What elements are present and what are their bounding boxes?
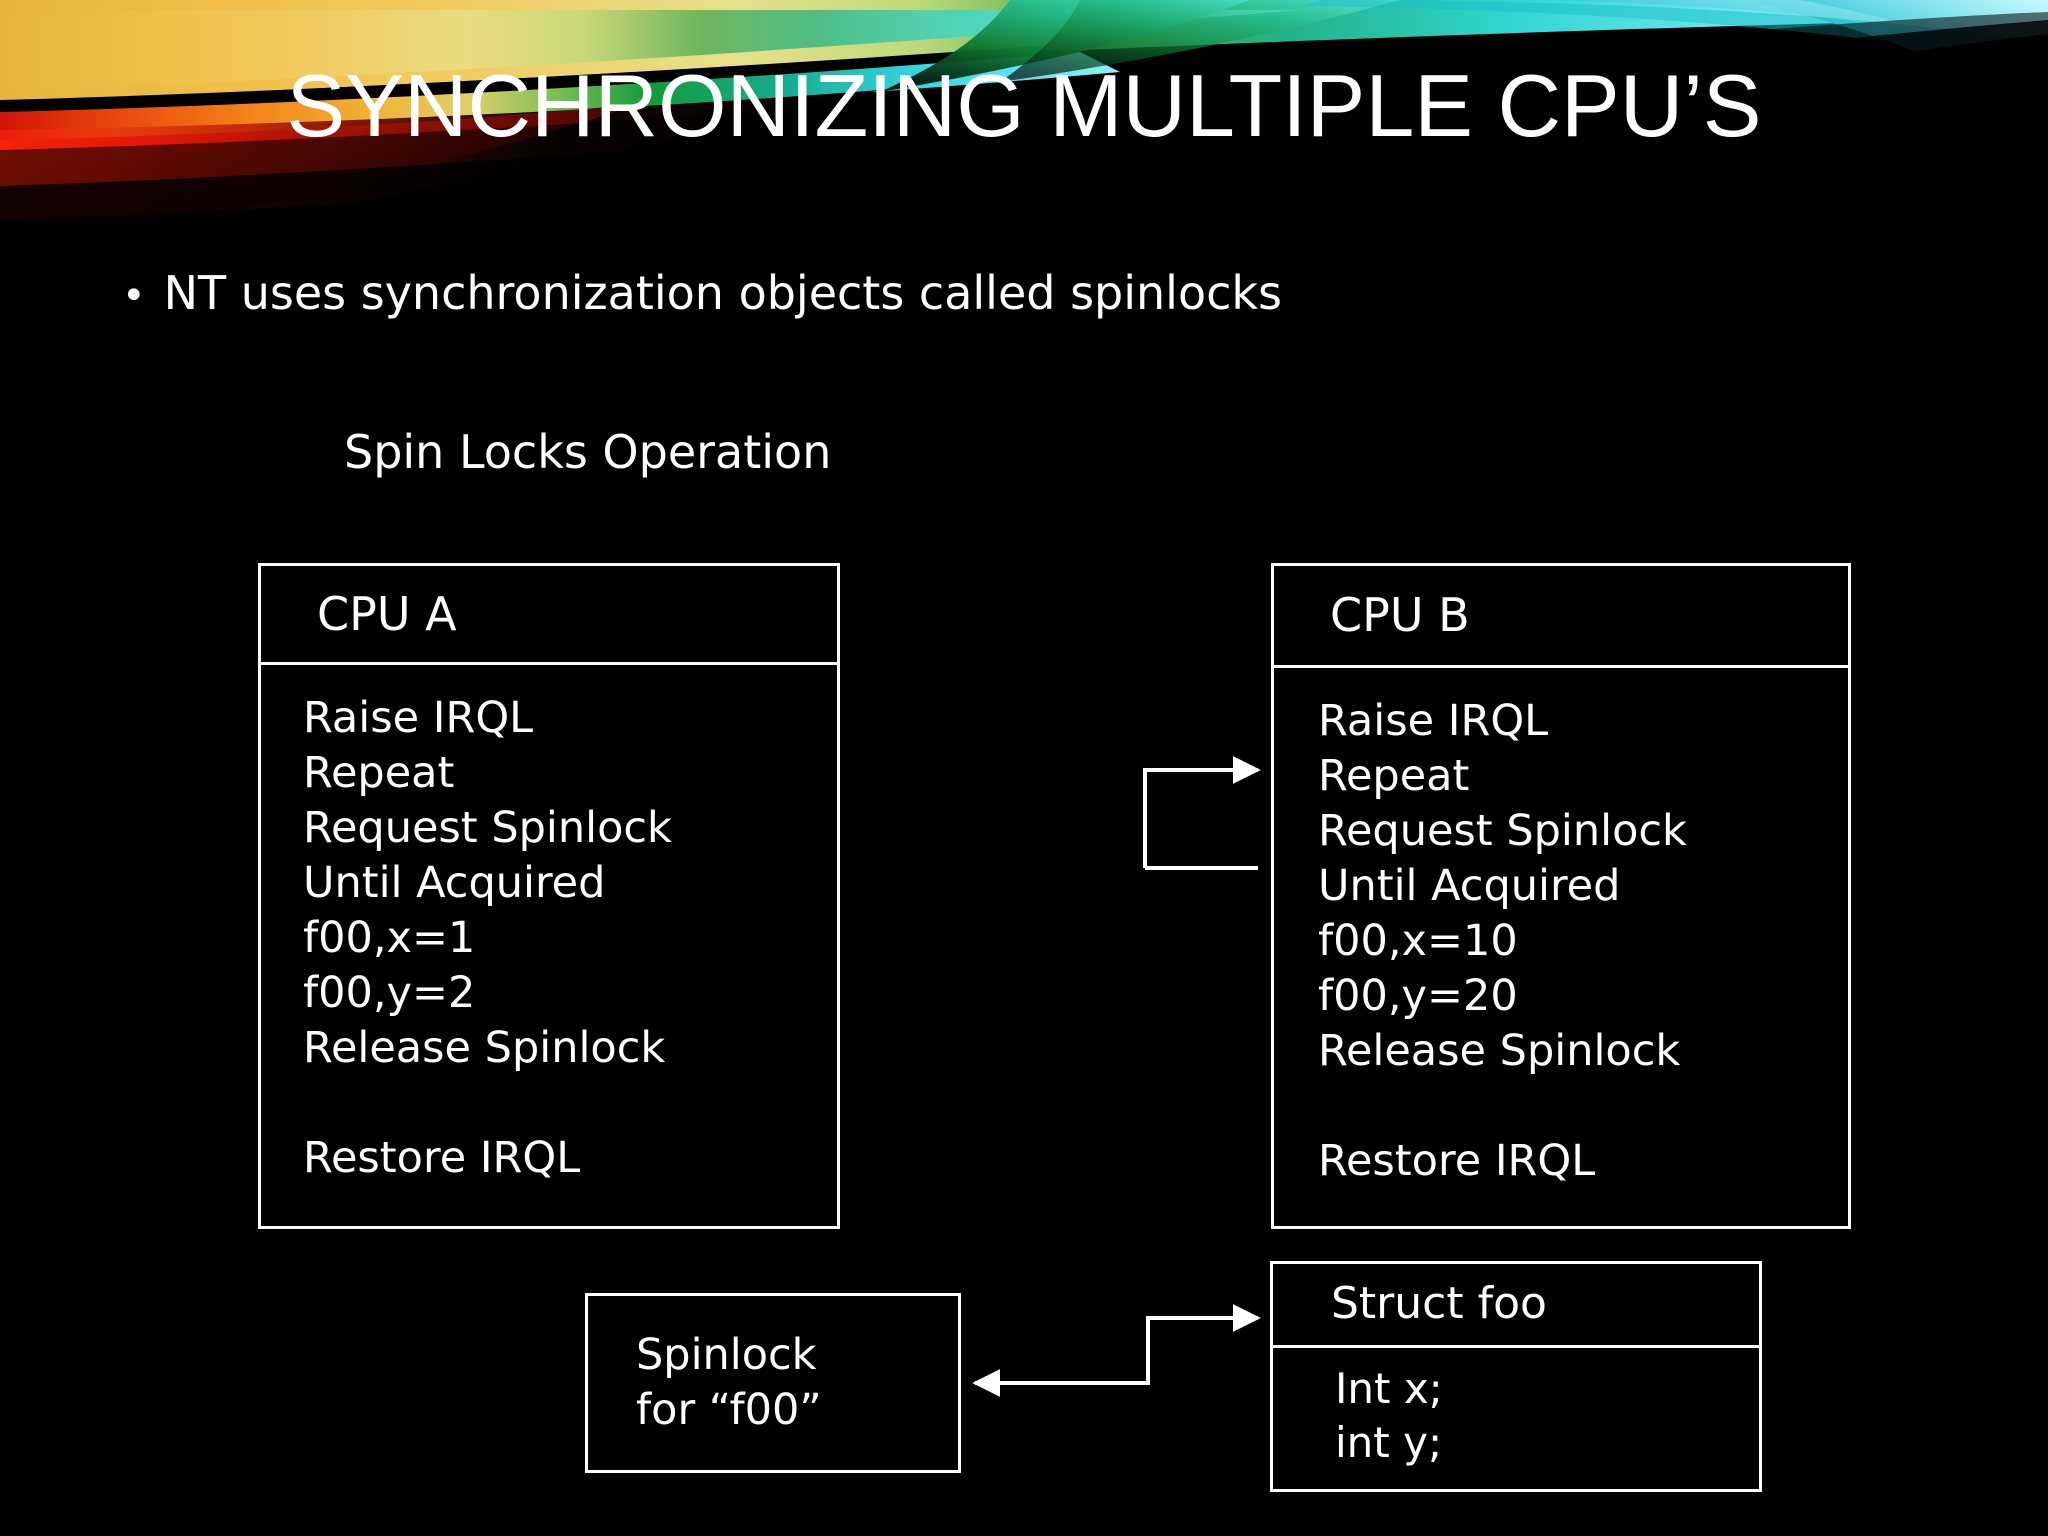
cpu-b-line: Repeat bbox=[1318, 751, 1470, 801]
spinlock-box-text: Spinlock for “f00” bbox=[588, 1328, 822, 1438]
diagram-heading: Spin Locks Operation bbox=[344, 425, 832, 479]
cpu-b-line: Request Spinlock bbox=[1318, 806, 1687, 856]
struct-foo-title: Struct foo bbox=[1331, 1278, 1547, 1330]
struct-foo-field: Int x; bbox=[1335, 1364, 1443, 1413]
cpu-a-body: Raise IRQL Repeat Request Spinlock Until… bbox=[261, 665, 837, 1186]
spin-wait-loop-arrow bbox=[1143, 756, 1261, 870]
cpu-b-panel: CPU B Raise IRQL Repeat Request Spinlock… bbox=[1271, 563, 1851, 1229]
cpu-b-line-spacer bbox=[1318, 1079, 1848, 1134]
struct-foo-header: Struct foo bbox=[1273, 1264, 1759, 1348]
cpu-a-line: Raise IRQL bbox=[303, 693, 534, 743]
cpu-b-line: f00,x=10 bbox=[1318, 916, 1518, 966]
spinlock-label-line1: Spinlock bbox=[636, 1330, 817, 1380]
cpu-b-header: CPU B bbox=[1274, 566, 1848, 668]
spinlock-label-line2: for “f00” bbox=[636, 1385, 822, 1435]
cpu-b-line: Restore IRQL bbox=[1318, 1136, 1596, 1186]
cpu-a-title: CPU A bbox=[317, 586, 457, 641]
bullet-item: • NT uses synchronization objects called… bbox=[122, 268, 1822, 319]
slide-title: SYNCHRONIZING MULTIPLE CPU’S bbox=[286, 56, 1762, 155]
cpu-b-line: Release Spinlock bbox=[1318, 1026, 1681, 1076]
cpu-a-header: CPU A bbox=[261, 566, 837, 665]
struct-spinlock-link-arrow bbox=[972, 1304, 1261, 1397]
cpu-b-title: CPU B bbox=[1330, 588, 1470, 643]
cpu-a-line: Request Spinlock bbox=[303, 803, 672, 853]
cpu-a-line: Restore IRQL bbox=[303, 1133, 581, 1183]
bullet-text: NT uses synchronization objects called s… bbox=[163, 266, 1282, 320]
cpu-a-panel: CPU A Raise IRQL Repeat Request Spinlock… bbox=[258, 563, 840, 1229]
cpu-b-line: Until Acquired bbox=[1318, 861, 1621, 911]
cpu-b-body: Raise IRQL Repeat Request Spinlock Until… bbox=[1274, 668, 1848, 1189]
cpu-a-line: f00,x=1 bbox=[303, 913, 476, 963]
cpu-a-line: f00,y=2 bbox=[303, 968, 476, 1018]
cpu-a-line: Release Spinlock bbox=[303, 1023, 666, 1073]
spinlock-box: Spinlock for “f00” bbox=[585, 1293, 961, 1473]
cpu-a-line: Repeat bbox=[303, 748, 455, 798]
struct-foo-field: int y; bbox=[1335, 1418, 1443, 1467]
struct-foo-box: Struct foo Int x; int y; bbox=[1270, 1261, 1762, 1492]
cpu-b-line: f00,y=20 bbox=[1318, 971, 1518, 1021]
struct-foo-body: Int x; int y; bbox=[1273, 1348, 1759, 1470]
cpu-a-line-spacer bbox=[303, 1076, 837, 1131]
cpu-b-line: Raise IRQL bbox=[1318, 696, 1549, 746]
cpu-a-line: Until Acquired bbox=[303, 858, 606, 908]
bullet-marker-icon: • bbox=[122, 273, 146, 319]
